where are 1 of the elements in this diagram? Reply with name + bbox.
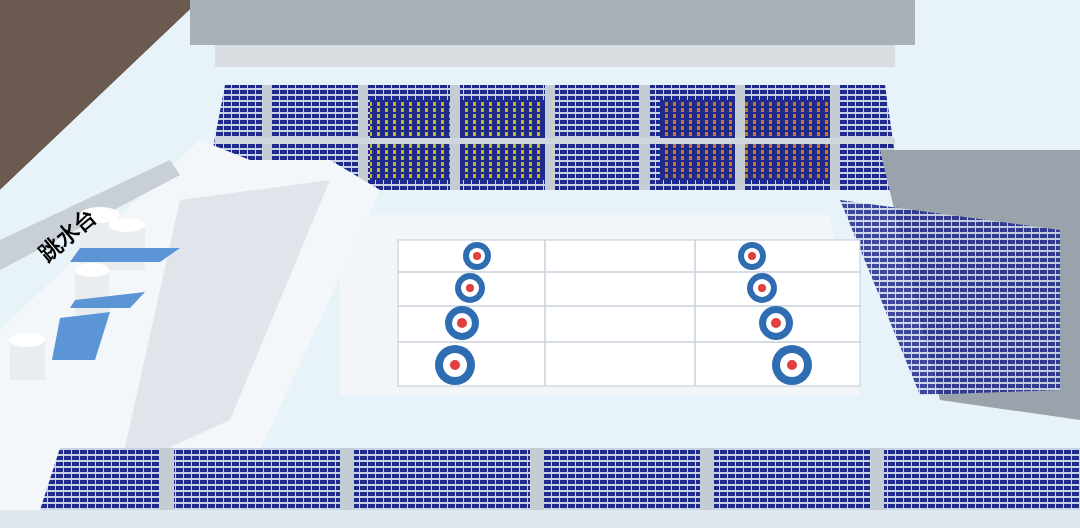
area-label: 跳水台 (33, 202, 102, 268)
